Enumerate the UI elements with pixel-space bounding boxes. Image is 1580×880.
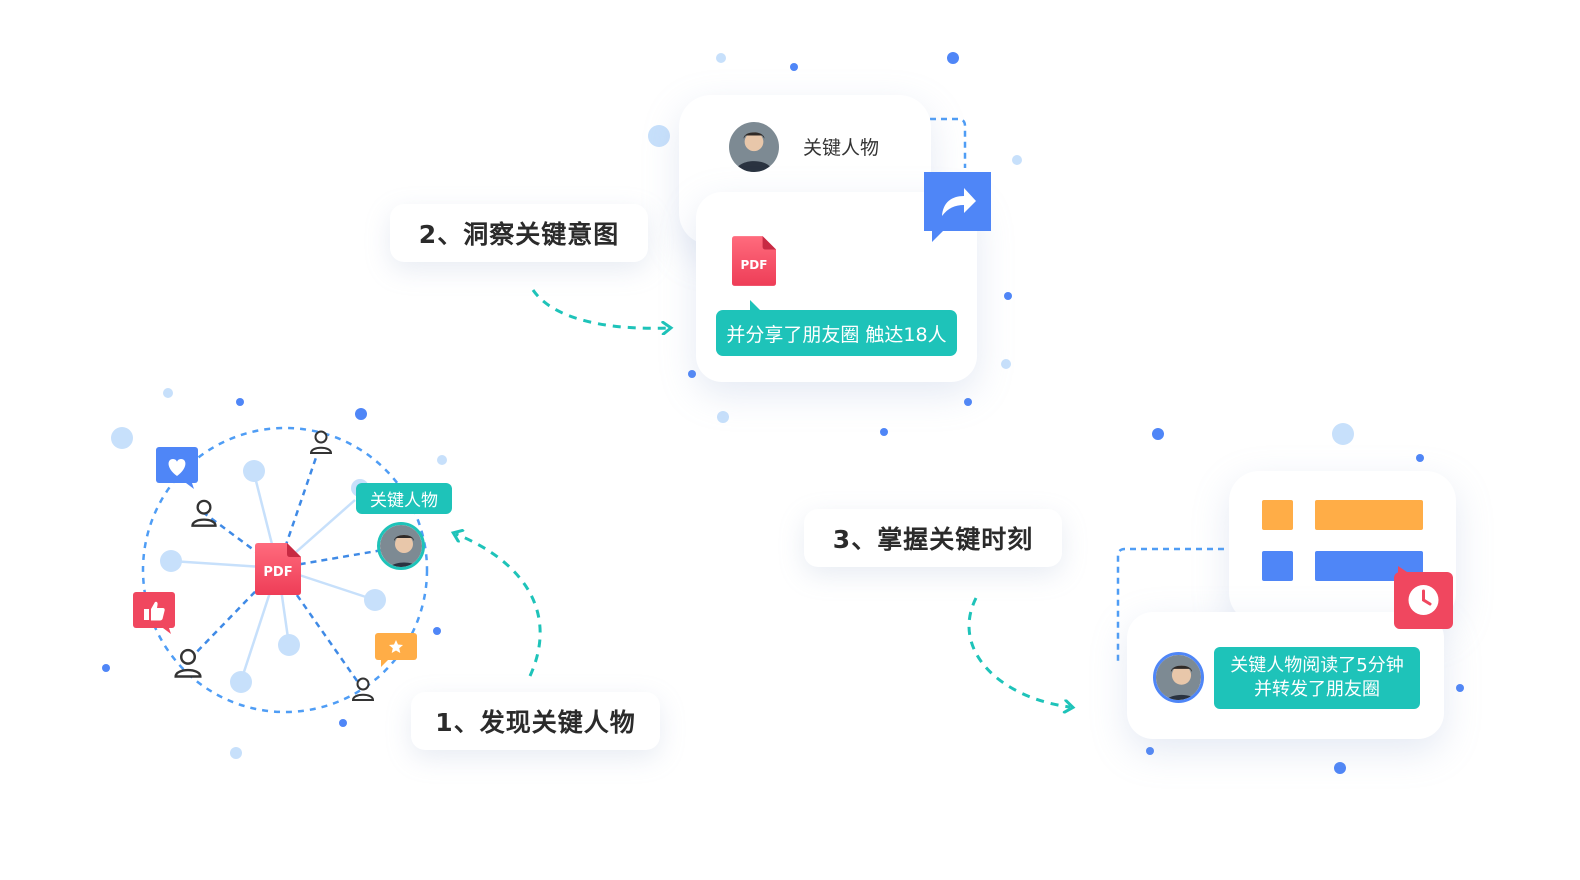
- avatar: [729, 122, 779, 172]
- step-2-text: 2、洞察关键意图: [418, 220, 620, 249]
- share-icon: [924, 172, 992, 242]
- thumbs-up-icon: [133, 592, 177, 634]
- step-1-label: 1、发现关键人物: [411, 692, 660, 750]
- pdf-label: PDF: [740, 258, 768, 272]
- connector-top-card: [930, 117, 967, 168]
- read-forward-line1: 关键人物阅读了5分钟: [1230, 655, 1404, 676]
- person-icon: [351, 676, 375, 702]
- person-icon: [309, 429, 333, 455]
- step-2-label: 2、洞察关键意图: [390, 204, 648, 262]
- person-icon: [173, 647, 203, 679]
- star-icon: [375, 633, 419, 669]
- arrow-step1: [456, 534, 542, 677]
- share-reach-bubble: 并分享了朋友圈 触达18人: [716, 310, 957, 356]
- person-icon: [190, 498, 218, 528]
- arrow-step2: [531, 289, 668, 328]
- step-3-text: 3、掌握关键时刻: [832, 525, 1034, 554]
- heart-icon: [156, 447, 200, 489]
- share-reach-text: 并分享了朋友圈 触达18人: [726, 323, 947, 346]
- scatter-dots: [102, 52, 1464, 774]
- chart-bar-blue-small: [1262, 551, 1293, 581]
- bubble-tail: [750, 300, 760, 310]
- network-graph: [141, 426, 429, 714]
- read-forward-line2: 并转发了朋友圈: [1254, 679, 1380, 700]
- chart-bar-orange-small: [1262, 500, 1293, 530]
- connector-right-card: [1116, 547, 1224, 664]
- read-forward-bubble: 关键人物阅读了5分钟 并转发了朋友圈: [1214, 647, 1420, 709]
- avatar: [377, 522, 425, 570]
- pdf-label: PDF: [263, 565, 293, 580]
- step-3-label: 3、掌握关键时刻: [804, 509, 1062, 567]
- arrow-step3: [967, 597, 1070, 707]
- clock-icon: [1394, 566, 1454, 630]
- step-1-text: 1、发现关键人物: [435, 708, 636, 737]
- key-person-tag-label: 关键人物: [370, 491, 438, 511]
- person-label: 关键人物: [803, 137, 880, 159]
- chart-bar-orange-long: [1315, 500, 1423, 530]
- pdf-icon: PDF: [732, 236, 776, 286]
- key-person-tag: 关键人物: [356, 483, 452, 514]
- avatar: [1153, 652, 1204, 703]
- pdf-icon: PDF: [255, 543, 301, 595]
